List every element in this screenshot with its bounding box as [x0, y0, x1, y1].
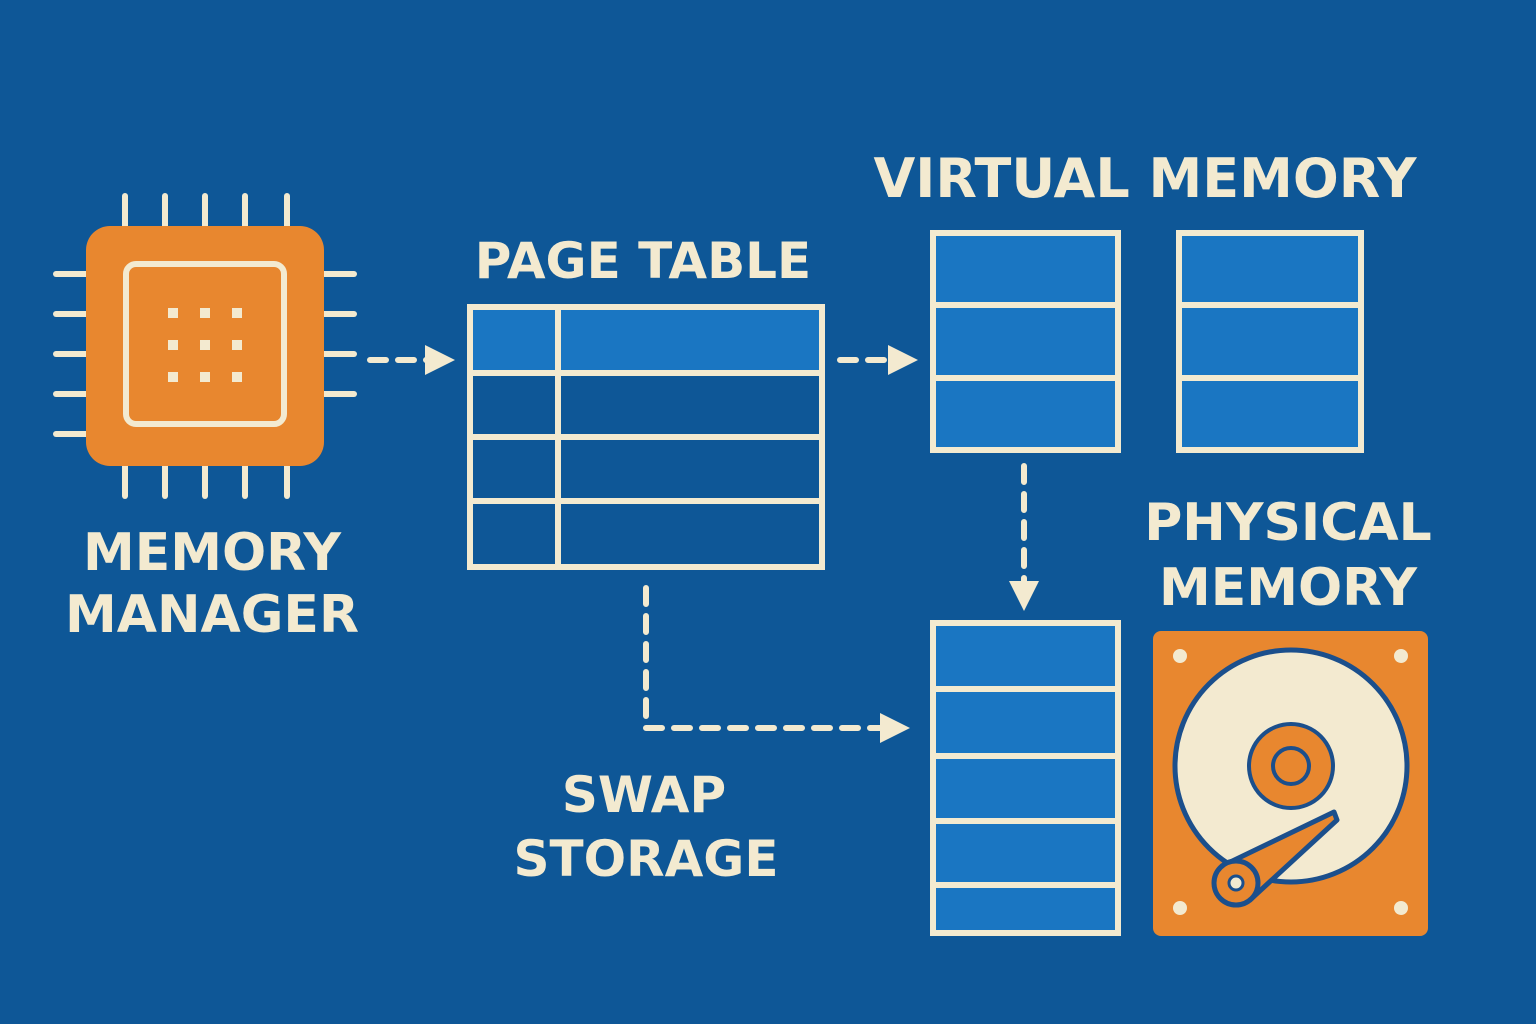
memory-manager-label-line1: MEMORY: [83, 523, 342, 583]
memory-stack: [930, 620, 1121, 936]
virtual-memory-block-1: [930, 230, 1121, 453]
hard-disk-icon: [1153, 631, 1428, 936]
virtual-memory-label: VIRTUAL MEMORY: [873, 147, 1417, 210]
memory-manager-label-line2: MANAGER: [65, 585, 359, 645]
physical-memory-label-line1: PHYSICAL: [1144, 493, 1432, 553]
swap-storage-label-line2: STORAGE: [513, 830, 778, 888]
cpu-chip-icon: [53, 193, 357, 499]
page-table: [467, 304, 825, 570]
physical-memory-label-line2: MEMORY: [1159, 558, 1418, 618]
virtual-memory-block-2: [1176, 230, 1364, 453]
swap-storage-label-line1: SWAP: [562, 766, 726, 824]
page-table-label: PAGE TABLE: [475, 232, 811, 290]
arrow-page-table-to-memory-stack: [643, 585, 910, 743]
